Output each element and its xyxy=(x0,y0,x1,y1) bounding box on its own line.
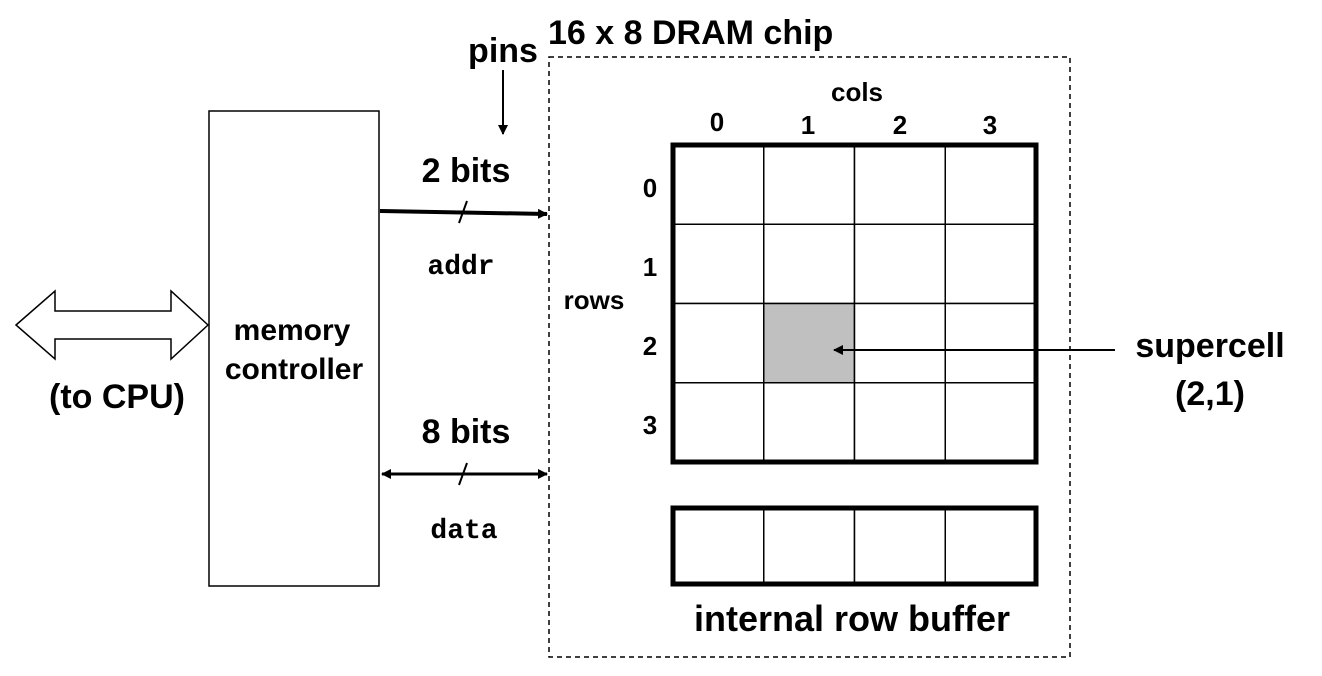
supercell-highlighted xyxy=(763,302,856,384)
dram-cell xyxy=(763,223,856,305)
col-header: 2 xyxy=(893,110,907,140)
dram-cell xyxy=(763,144,856,225)
dram-cell xyxy=(672,302,765,384)
memory-controller-label-line1: memory xyxy=(234,314,351,347)
cpu-label: (to CPU) xyxy=(49,378,185,416)
dram-cell xyxy=(672,144,765,225)
dram-cell xyxy=(944,223,1037,305)
rows-label: rows xyxy=(564,285,625,315)
internal-row-buffer xyxy=(672,507,1037,585)
dram-cell xyxy=(944,302,1037,384)
row-buffer-border xyxy=(670,505,1039,587)
memory-controller-box xyxy=(208,110,380,587)
dram-cell-grid xyxy=(672,144,1037,463)
data-width-label: 8 bits xyxy=(422,413,511,451)
pins-label: pins xyxy=(468,32,538,70)
dram-cell xyxy=(853,382,946,463)
col-header: 1 xyxy=(801,110,815,140)
dram-cell xyxy=(672,223,765,305)
row-buffer-cell xyxy=(944,507,1037,585)
chip-title: 16 x 8 DRAM chip xyxy=(548,14,833,52)
row-header: 0 xyxy=(643,173,657,203)
cols-label: cols xyxy=(831,77,883,107)
supercell-coords: (2,1) xyxy=(1175,375,1245,413)
row-buffer-cell xyxy=(763,507,856,585)
cpu-bus-arrow xyxy=(14,289,210,361)
memory-controller-label-line2: controller xyxy=(225,353,364,386)
col-header: 3 xyxy=(983,110,997,140)
data-name-label: data xyxy=(430,516,497,547)
dram-cell xyxy=(944,382,1037,463)
dram-cell xyxy=(853,223,946,305)
supercell-label: supercell xyxy=(1135,327,1284,365)
dram-cell xyxy=(944,144,1037,225)
data-bus-slash xyxy=(458,462,468,486)
row-buffer-label: internal row buffer xyxy=(694,598,1010,639)
dram-grid-border xyxy=(670,142,1039,465)
dram-cell xyxy=(672,382,765,463)
addr-name-label: addr xyxy=(427,252,494,283)
row-buffer-cell xyxy=(853,507,946,585)
dram-cell xyxy=(853,302,946,384)
addr-width-label: 2 bits xyxy=(422,152,511,190)
dram-chip-boundary xyxy=(548,56,1071,658)
row-buffer-cell xyxy=(672,507,765,585)
addr-bus-slash xyxy=(458,200,468,224)
dram-cell xyxy=(763,382,856,463)
dram-cell xyxy=(853,144,946,225)
row-header: 2 xyxy=(643,331,657,361)
col-header: 0 xyxy=(710,107,724,137)
row-header: 1 xyxy=(643,252,657,282)
row-header: 3 xyxy=(643,410,657,440)
